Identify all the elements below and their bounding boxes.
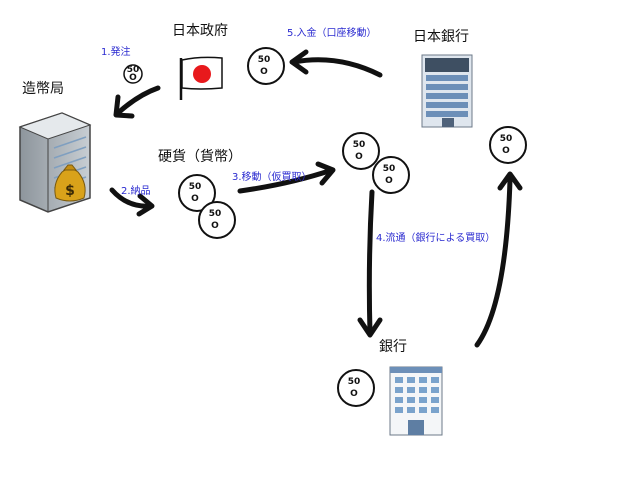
svg-text:O: O — [211, 221, 219, 231]
svg-text:O: O — [385, 176, 393, 186]
svg-text:50: 50 — [209, 209, 222, 219]
svg-text:50: 50 — [189, 182, 202, 192]
svg-text:50: 50 — [127, 65, 140, 75]
svg-text:50: 50 — [383, 164, 396, 174]
coin-icon: 50 O — [123, 64, 143, 84]
arrow-deposit — [289, 49, 383, 78]
label-boj: 日本銀行 — [413, 29, 469, 45]
svg-text:50: 50 — [258, 55, 271, 65]
label-coins: 硬貨（貨幣） — [158, 149, 242, 165]
arrow-transfer — [237, 161, 336, 194]
step-3-transfer: 3.移動（仮買取） — [232, 172, 312, 183]
svg-text:$: $ — [65, 183, 75, 199]
coin-icon: 50 O — [198, 201, 236, 239]
step-4-circulation: 4.流通（銀行による買取） — [376, 233, 496, 244]
label-government: 日本政府 — [172, 23, 228, 39]
step-1-order: 1.発注 — [101, 47, 131, 58]
arrow-return — [474, 171, 523, 348]
svg-text:O: O — [502, 146, 510, 156]
arrow-order — [113, 85, 161, 119]
svg-text:O: O — [129, 73, 137, 83]
arrow-delivery — [109, 187, 155, 217]
step-2-delivery: 2.納品 — [121, 186, 151, 197]
money-bag-icon: $ — [54, 164, 86, 202]
svg-text:50: 50 — [500, 134, 513, 144]
coin-icon: 50 O — [178, 174, 216, 212]
label-bank: 銀行 — [379, 339, 407, 355]
step-5-deposit: 5.入金（口座移動） — [287, 28, 377, 39]
svg-text:O: O — [260, 67, 268, 77]
svg-text:O: O — [355, 152, 363, 162]
svg-text:O: O — [350, 389, 358, 399]
coin-icon: 50 O — [337, 369, 375, 407]
svg-text:50: 50 — [353, 140, 366, 150]
coin-icon: 50 O — [372, 156, 410, 194]
coin-icon: 50 O — [489, 126, 527, 164]
mint-building-icon: $ — [18, 112, 92, 213]
coin-icon: 50 O — [247, 47, 285, 85]
svg-text:O: O — [191, 194, 199, 204]
svg-text:50: 50 — [348, 377, 361, 387]
coin-icon: 50 O — [342, 132, 380, 170]
japan-flag-icon — [179, 56, 223, 100]
bank-building-icon — [389, 366, 443, 436]
label-mint: 造幣局 — [22, 81, 64, 97]
boj-building-icon — [421, 54, 473, 128]
arrow-circulation — [357, 189, 383, 338]
